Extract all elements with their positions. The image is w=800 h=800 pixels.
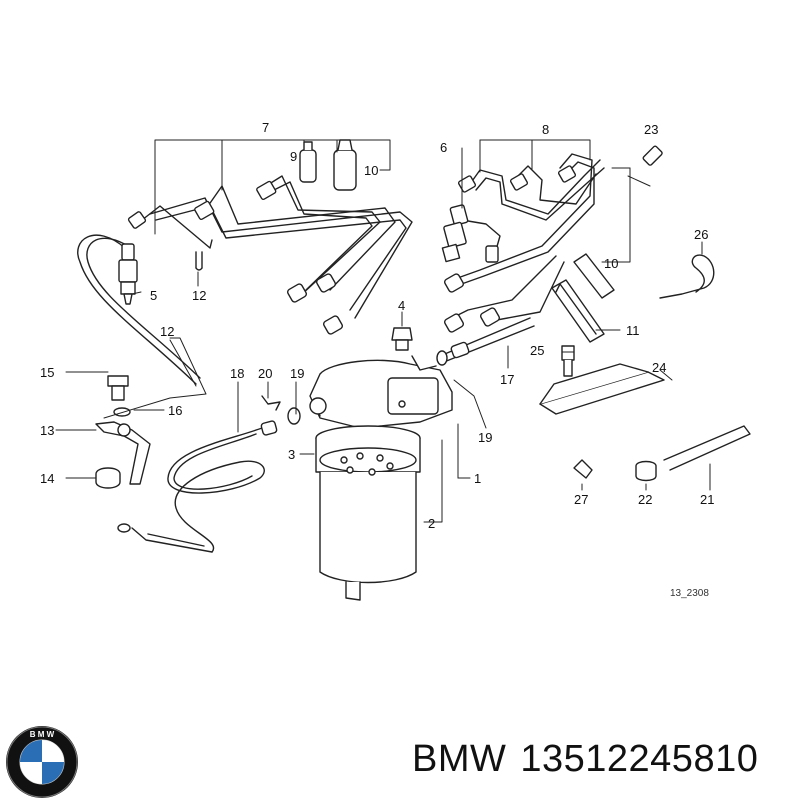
callout-15: 15: [40, 365, 54, 380]
callout-12a: 12: [192, 288, 206, 303]
brand-name: BMW: [412, 738, 507, 780]
callout-16: 16: [168, 403, 182, 418]
callout-23: 23: [644, 122, 658, 137]
fuel-injector-right: [441, 204, 499, 263]
callout-26: 26: [694, 227, 708, 242]
line-clips-top: [299, 139, 357, 191]
callout-leaders: [55, 139, 711, 523]
callout-20: 20: [258, 366, 272, 381]
callout-24: 24: [652, 360, 666, 375]
callout-19a: 19: [290, 366, 304, 381]
line-nuts-right: [443, 165, 577, 333]
callout-3: 3: [288, 447, 295, 462]
callout-7: 7: [262, 120, 269, 135]
banjo-fitting-group: [95, 375, 151, 489]
brand-part-caption: BMW 13512245810: [412, 738, 758, 781]
callout-6: 6: [440, 140, 447, 155]
hose-clamps: [573, 459, 657, 482]
callout-labels: 1 2 3 4 5 6 7 8 9 10 10 11 12 12 13 14 1…: [40, 120, 714, 599]
callout-2: 2: [428, 516, 435, 531]
filter-cap-screw: [391, 327, 413, 351]
callout-27: 27: [574, 492, 588, 507]
callout-21: 21: [700, 492, 714, 507]
svg-text:B M W: B M W: [30, 730, 55, 739]
line-clamps-right: [551, 253, 615, 343]
callout-10a: 10: [364, 163, 378, 178]
figure-code: 13_2308: [670, 588, 709, 599]
injection-lines-right: [451, 153, 605, 323]
filter-cartridge: [315, 425, 421, 601]
pipe-fittings: [117, 341, 470, 533]
line-nuts-left: [127, 180, 344, 335]
callout-11: 11: [626, 323, 640, 338]
callout-5: 5: [150, 288, 157, 303]
callout-18: 18: [230, 366, 244, 381]
sleeve-part: [642, 145, 663, 166]
callout-22: 22: [638, 492, 652, 507]
part-number: 13512245810: [520, 738, 759, 780]
callout-12b: 12: [160, 324, 174, 339]
mounting-bracket: [539, 345, 665, 415]
callout-14: 14: [40, 471, 54, 486]
hose-clip: [659, 254, 715, 299]
callout-8: 8: [542, 122, 549, 137]
callout-9: 9: [290, 149, 297, 164]
fuel-filter-housing: [309, 355, 453, 429]
callout-25: 25: [530, 343, 544, 358]
fuel-injector-left: [118, 243, 138, 305]
callout-19b: 19: [478, 430, 492, 445]
callout-1: 1: [474, 471, 481, 486]
callout-4: 4: [398, 298, 405, 313]
retaining-clip: [261, 395, 281, 411]
callout-10b: 10: [604, 256, 618, 271]
bmw-logo: B M W: [6, 726, 78, 798]
callout-13: 13: [40, 423, 54, 438]
callout-17: 17: [500, 372, 514, 387]
